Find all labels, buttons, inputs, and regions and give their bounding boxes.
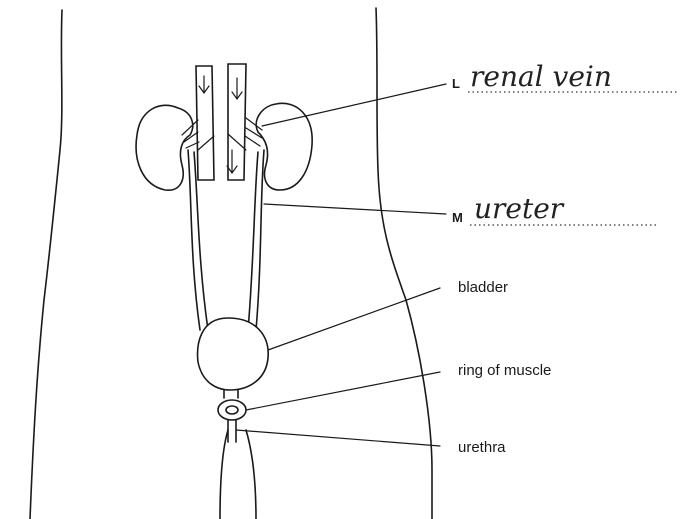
lower-trunk: [220, 430, 256, 519]
bladder-organ: [198, 318, 269, 390]
label-M-letter: M: [452, 210, 463, 225]
ring-of-muscle-organ: [218, 400, 246, 420]
left-kidney: [136, 105, 193, 190]
bladder-neck: [224, 390, 238, 398]
label-urethra: urethra: [458, 439, 506, 456]
label-L-letter: L: [452, 76, 460, 91]
label-ring-of-muscle: ring of muscle: [458, 362, 551, 379]
urethra-tube: [228, 420, 236, 442]
label-L-answer: renal vein: [470, 60, 612, 93]
label-bladder: bladder: [458, 279, 508, 296]
label-M-answer: ureter: [474, 192, 565, 225]
